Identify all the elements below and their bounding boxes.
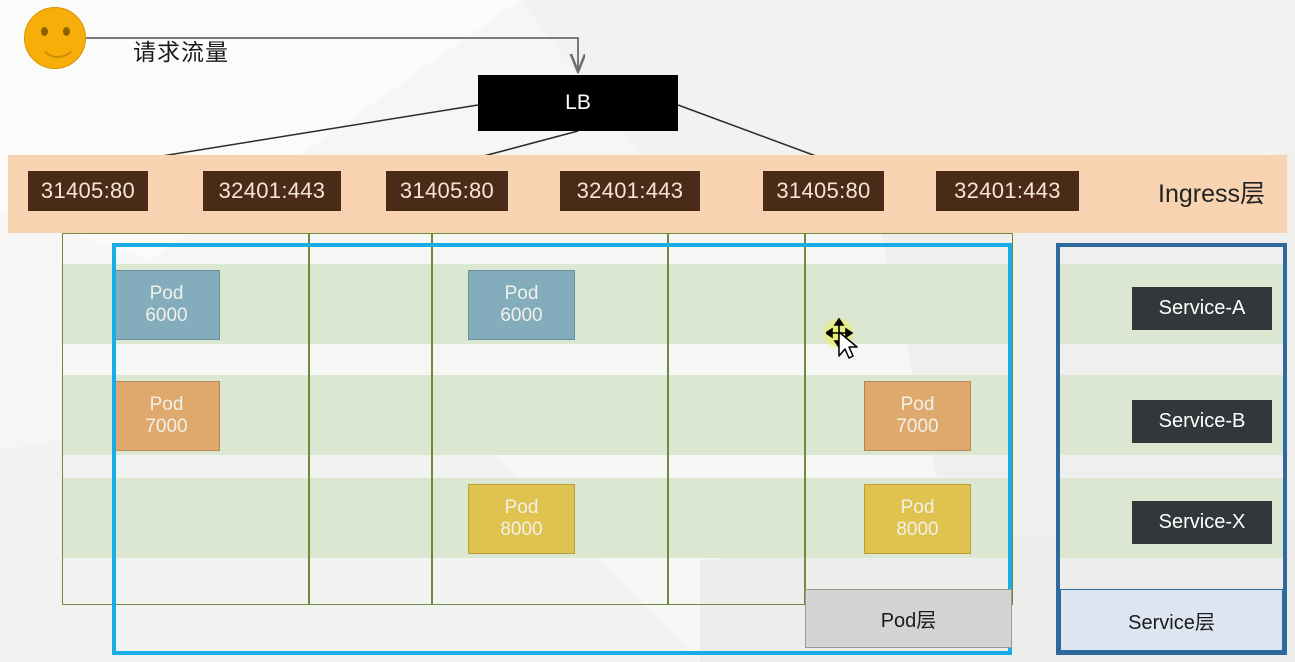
ingress-layer-label: Ingress层 <box>1158 180 1265 208</box>
pod-label: Pod <box>504 497 539 519</box>
load-balancer-label: LB <box>565 91 591 114</box>
pod-layer-label: Pod层 <box>880 610 937 632</box>
ingress-node-1[interactable]: 31405:80 <box>28 171 148 211</box>
ingress-node-2[interactable]: 32401:443 <box>203 171 341 211</box>
pod-label: Pod <box>149 394 184 416</box>
pod-6000-a[interactable]: Pod 6000 <box>113 270 220 340</box>
ingress-node-3[interactable]: 31405:80 <box>386 171 508 211</box>
service-layer-label: Service层 <box>1128 611 1215 634</box>
service-a-box[interactable]: Service-A <box>1132 287 1272 330</box>
smiley-left-eye <box>41 27 48 36</box>
pod-layer-outline[interactable] <box>112 243 1012 655</box>
service-label: Service-B <box>1158 410 1246 432</box>
pod-7000-b[interactable]: Pod 7000 <box>864 381 971 451</box>
grid-column-2 <box>309 233 432 605</box>
pod-port: 8000 <box>896 519 939 540</box>
pod-label: Pod <box>149 283 184 305</box>
request-flow-label: 请求流量 <box>133 39 229 65</box>
grid-column-4 <box>668 233 805 605</box>
pod-label: Pod <box>900 394 935 416</box>
pod-port: 7000 <box>145 416 188 437</box>
ingress-node-6[interactable]: 32401:443 <box>936 171 1079 211</box>
move-cursor-icon <box>826 318 858 359</box>
service-label: Service-A <box>1158 297 1246 319</box>
pod-8000-a[interactable]: Pod 8000 <box>468 484 575 554</box>
smiley-right-eye <box>63 27 70 36</box>
load-balancer-box[interactable]: LB <box>478 75 678 131</box>
pod-port: 6000 <box>500 305 543 326</box>
pod-row-band-2 <box>62 375 1013 455</box>
service-layer-footer[interactable]: Service层 <box>1060 589 1283 651</box>
service-x-box[interactable]: Service-X <box>1132 501 1272 544</box>
pod-port: 7000 <box>896 416 939 437</box>
grid-column-1 <box>62 233 309 605</box>
service-layer-outline[interactable] <box>1056 243 1287 655</box>
pod-7000-a[interactable]: Pod 7000 <box>113 381 220 451</box>
ingress-node-5[interactable]: 31405:80 <box>763 171 884 211</box>
pod-6000-b[interactable]: Pod 6000 <box>468 270 575 340</box>
pod-port: 8000 <box>500 519 543 540</box>
smiley-face-icon <box>24 7 86 69</box>
pod-layer-footer[interactable]: Pod层 <box>805 589 1012 648</box>
service-b-box[interactable]: Service-B <box>1132 400 1272 443</box>
service-label: Service-X <box>1158 511 1246 533</box>
pod-8000-b[interactable]: Pod 8000 <box>864 484 971 554</box>
pod-label: Pod <box>504 283 539 305</box>
grid-column-3 <box>432 233 668 605</box>
pod-port: 6000 <box>145 305 188 326</box>
ingress-node-4[interactable]: 32401:443 <box>560 171 700 211</box>
smiley-mouth <box>38 34 78 58</box>
pod-label: Pod <box>900 497 935 519</box>
